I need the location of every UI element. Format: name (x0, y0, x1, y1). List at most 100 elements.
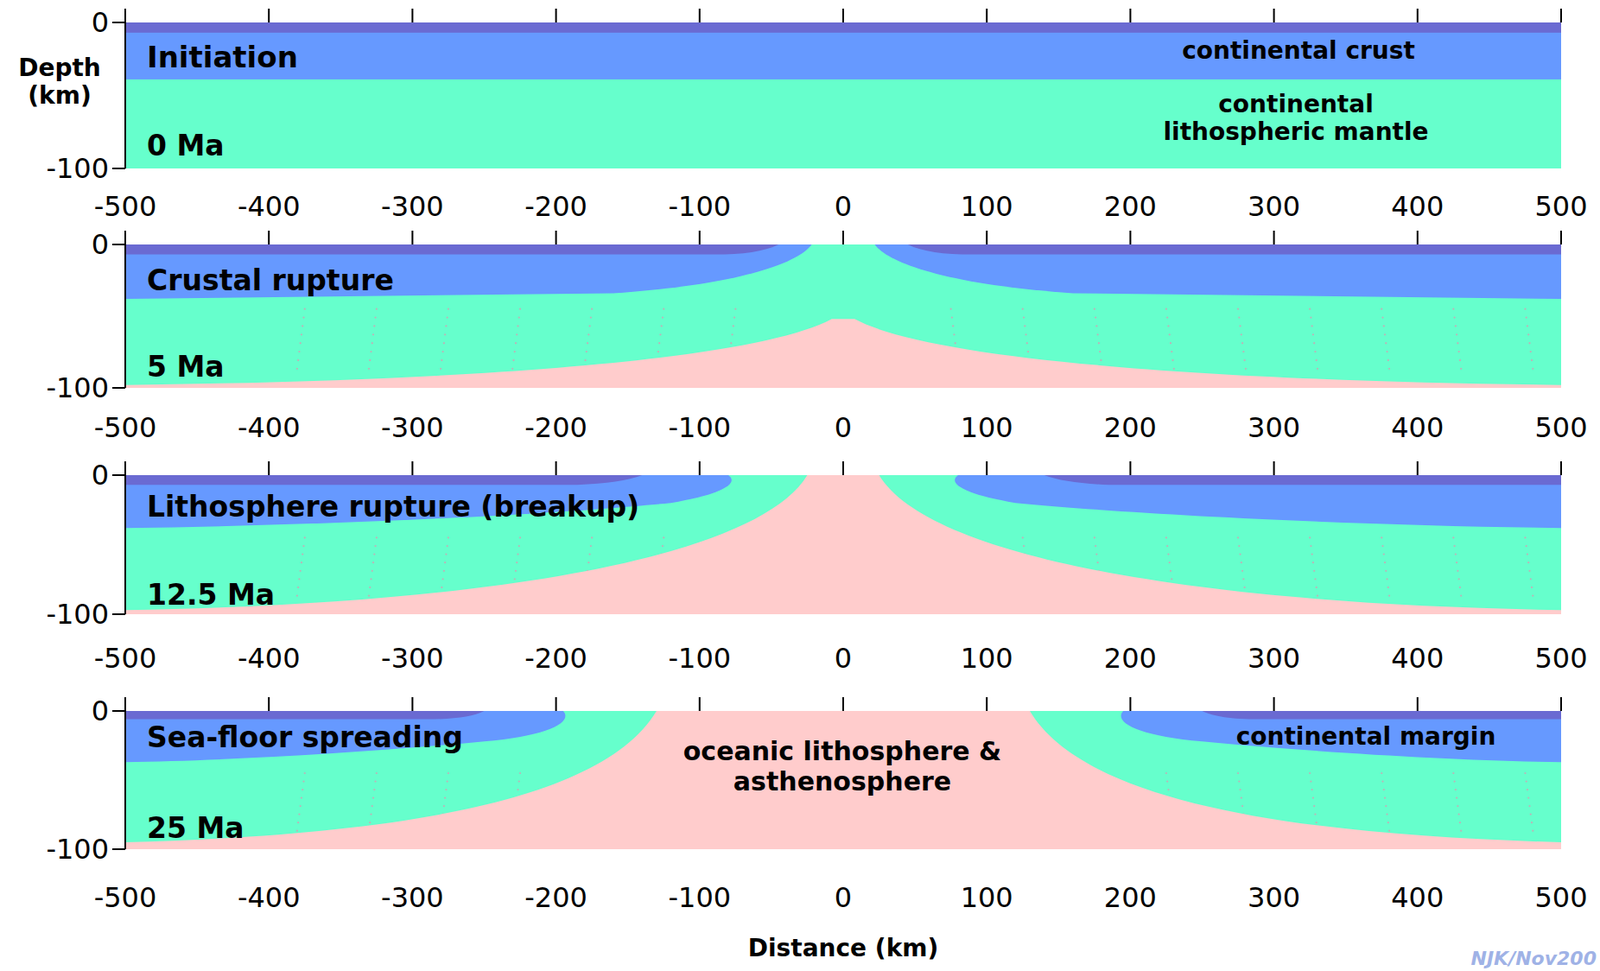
axes (112, 8, 1562, 850)
crust-left (125, 244, 812, 299)
x-tick-label: -200 (524, 642, 588, 675)
dotted-marker-line (511, 309, 521, 377)
layer-label: continental margin (1236, 723, 1497, 751)
y-tick-label: -100 (45, 598, 109, 631)
crust (125, 22, 1562, 80)
x-tick (124, 8, 127, 23)
y-tick-label: 0 (91, 695, 109, 728)
asthenosphere (125, 318, 1562, 388)
x-tick-label: -200 (524, 882, 588, 915)
x-tick (411, 461, 413, 476)
axis-title: Depth (km) (8, 54, 111, 110)
age-label: 5 Ma (146, 350, 225, 384)
x-tick (1416, 461, 1419, 476)
x-tick-label: -100 (667, 412, 731, 445)
panel-breakup (125, 475, 1562, 615)
x-tick-label: -400 (237, 882, 301, 915)
x-tick (267, 461, 270, 476)
x-tick (1560, 461, 1562, 476)
x-tick (1560, 230, 1562, 245)
dotted-marker-line (1381, 537, 1391, 604)
y-tick-label: 0 (91, 228, 109, 261)
dotted-marker-line (368, 537, 377, 604)
asthenosphere (125, 711, 1562, 850)
x-tick (267, 230, 270, 245)
y-tick (112, 710, 126, 712)
x-tick (698, 8, 701, 23)
x-tick-label: -500 (94, 882, 158, 915)
y-tick-label: -100 (45, 152, 109, 185)
x-tick (698, 461, 701, 476)
x-tick-label: -100 (667, 642, 731, 675)
x-tick-label: 100 (960, 190, 1014, 223)
y-axis-line (124, 711, 127, 850)
x-tick-label: 300 (1247, 190, 1301, 223)
x-tick-label: 100 (960, 642, 1014, 675)
x-tick (1129, 230, 1131, 245)
x-tick-label: 400 (1390, 190, 1444, 223)
y-axis-line (124, 475, 127, 615)
x-tick-label: -200 (524, 412, 588, 445)
axis-title: Distance (km) (748, 934, 939, 963)
x-tick-label: -200 (524, 190, 588, 223)
x-tick-label: 500 (1534, 412, 1588, 445)
x-tick-label: -500 (94, 642, 158, 675)
y-tick-label: 0 (91, 459, 109, 492)
x-tick-label: -300 (380, 190, 445, 223)
mantle (125, 244, 1562, 388)
panel-spreading (125, 711, 1562, 850)
layer-label: oceanic lithosphere & asthenosphere (682, 736, 1003, 797)
stage-panel: Lithosphere rupture (breakup)12.5 Ma (125, 475, 1562, 615)
x-tick (698, 697, 701, 712)
y-tick (112, 167, 126, 170)
x-tick-label: -100 (667, 190, 731, 223)
y-tick (112, 243, 126, 246)
x-tick (555, 697, 558, 712)
x-tick-label: 100 (960, 412, 1014, 445)
panel-title: Sea-floor spreading (146, 721, 464, 755)
mantle (125, 475, 1562, 615)
y-axis-line (124, 244, 127, 388)
x-tick (555, 8, 558, 23)
dotted-marker-line (1453, 537, 1462, 604)
x-tick (1129, 461, 1131, 476)
x-tick (124, 230, 127, 245)
x-tick (1560, 8, 1562, 23)
x-tick (1273, 230, 1276, 245)
x-tick-label: -500 (94, 190, 158, 223)
dotted-marker-line (368, 309, 377, 377)
dotted-marker-line (296, 309, 305, 377)
panel-initiation (125, 22, 1562, 169)
x-tick (267, 8, 270, 23)
dotted-marker-line (1381, 309, 1391, 377)
x-tick-label: -500 (94, 412, 158, 445)
dotted-marker-line (1453, 309, 1462, 377)
stage-panel: Initiation0 Macontinental crustcontinent… (125, 22, 1562, 169)
panel-title: Crustal rupture (146, 264, 394, 298)
y-tick (112, 613, 126, 616)
x-tick (842, 230, 845, 245)
x-tick-label: 0 (834, 882, 852, 915)
x-tick (124, 697, 127, 712)
crust-right (1121, 711, 1562, 762)
dotted-marker-line (1524, 537, 1534, 604)
x-tick (1416, 8, 1419, 23)
x-tick-label: 0 (834, 190, 852, 223)
dotted-marker-line (1309, 309, 1319, 377)
x-tick (555, 230, 558, 245)
dotted-marker-line (1453, 773, 1462, 839)
x-tick-label: 400 (1390, 412, 1444, 445)
x-tick (411, 8, 413, 23)
age-label: 25 Ma (146, 812, 245, 845)
age-label: 12.5 Ma (146, 578, 275, 612)
x-tick (842, 461, 845, 476)
x-tick-label: 100 (960, 882, 1014, 915)
dotted-marker-line (296, 537, 305, 604)
crust-left (125, 711, 566, 762)
x-tick-label: -400 (237, 412, 301, 445)
x-tick (698, 230, 701, 245)
x-tick (842, 697, 845, 712)
dotted-marker-line (439, 309, 449, 377)
age-label: 0 Ma (146, 129, 225, 163)
x-tick (1129, 697, 1131, 712)
